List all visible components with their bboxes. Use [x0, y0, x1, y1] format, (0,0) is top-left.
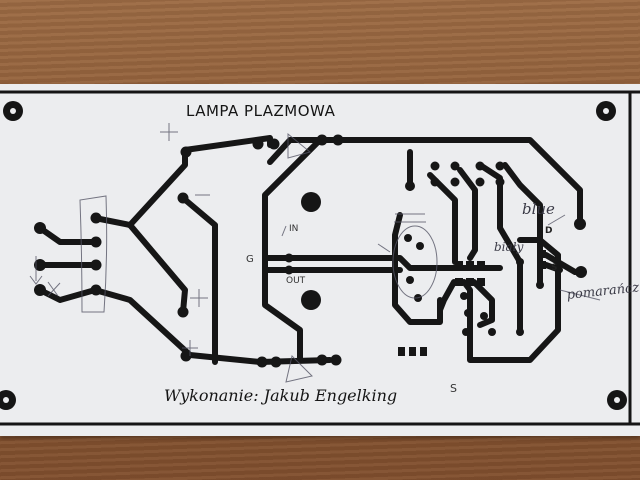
board-title: LAMPA PLAZMOWA [186, 102, 336, 120]
pcb-label-s-bottom: S [450, 382, 457, 395]
mounting-hole-top-left [3, 101, 23, 121]
pcb-label-out: OUT [286, 276, 306, 286]
pcb-label-d: D [545, 226, 553, 236]
handwritten-note-blue: blue [522, 200, 555, 218]
pcb-label-s-pin: S [551, 263, 558, 273]
pcb-label-g: G [246, 254, 254, 265]
handwritten-note-white: biały [494, 240, 524, 254]
author-credit: Wykonanie: Jakub Engelking [164, 386, 398, 405]
mounting-hole-top-right [596, 101, 616, 121]
mounting-hole-bottom-left [0, 390, 16, 410]
pcb-label-in: IN [289, 224, 299, 234]
solder-pads [34, 134, 587, 368]
mounting-hole-bottom-right [607, 390, 627, 410]
pencil-sketch-marks [29, 123, 601, 383]
